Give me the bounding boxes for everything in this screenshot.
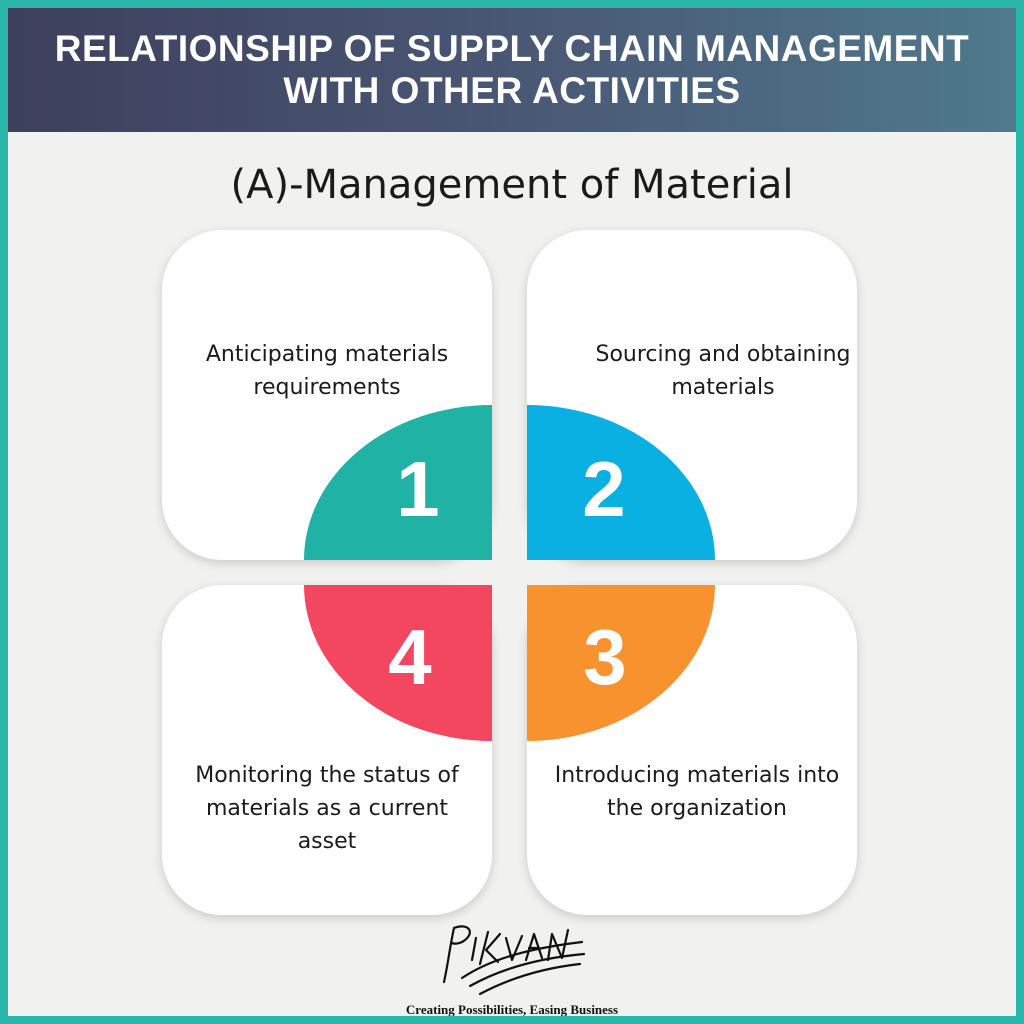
step-3-text: Introducing materials into the organizat… bbox=[554, 763, 840, 821]
tagline: Creating Possibilities, Easing Business bbox=[405, 1002, 619, 1016]
title-banner: RELATIONSHIP OF SUPPLY CHAIN MANAGEMENT … bbox=[8, 8, 1016, 132]
step-1-text: Anticipating materials requirements bbox=[205, 342, 449, 400]
step-card-2: Sourcing and obtaining materials bbox=[527, 230, 857, 560]
infographic-frame: RELATIONSHIP OF SUPPLY CHAIN MANAGEMENT … bbox=[8, 8, 1016, 1016]
title-line-2: WITH OTHER ACTIVITIES bbox=[283, 70, 741, 111]
pikvan-signature-logo bbox=[442, 925, 586, 996]
step-card-4: Monitoring the status of materials as a … bbox=[162, 585, 492, 915]
step-card-3: Introducing materials into the organizat… bbox=[527, 585, 857, 915]
step-card-1: Anticipating materials requirements bbox=[162, 230, 492, 560]
section-subtitle: (A)-Management of Material bbox=[230, 162, 794, 208]
petal-shapes: 1 2 4 3 bbox=[304, 405, 715, 741]
step-2-text: Sourcing and obtaining materials bbox=[595, 342, 851, 400]
title-line-1: RELATIONSHIP OF SUPPLY CHAIN MANAGEMENT bbox=[54, 28, 970, 69]
step-4-text: Monitoring the status of materials as a … bbox=[195, 763, 459, 854]
